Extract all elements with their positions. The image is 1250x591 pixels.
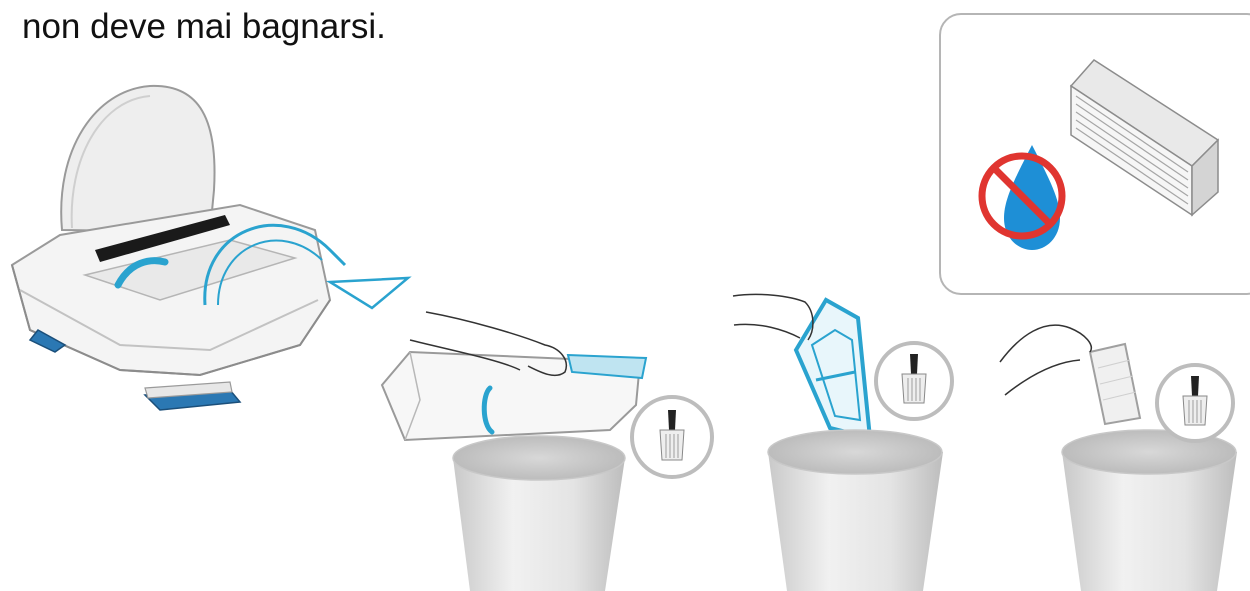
trash-can-icon bbox=[1062, 430, 1237, 591]
hand-icon bbox=[1000, 325, 1091, 395]
cleaning-brush-icon bbox=[1157, 365, 1233, 441]
cleaning-brush-icon bbox=[876, 343, 952, 419]
hepa-filter-icon bbox=[1090, 344, 1140, 424]
hand-icon bbox=[733, 294, 813, 340]
trash-can-icon bbox=[453, 436, 625, 591]
filter-frame-icon bbox=[796, 300, 870, 438]
robot-vacuum-open-lid-icon bbox=[12, 86, 330, 410]
no-water-icon bbox=[982, 145, 1062, 250]
cleaning-brush-icon bbox=[632, 397, 712, 477]
hepa-filter-icon bbox=[1071, 60, 1218, 215]
dust-bin-icon bbox=[382, 352, 646, 440]
trash-can-icon bbox=[768, 430, 943, 591]
